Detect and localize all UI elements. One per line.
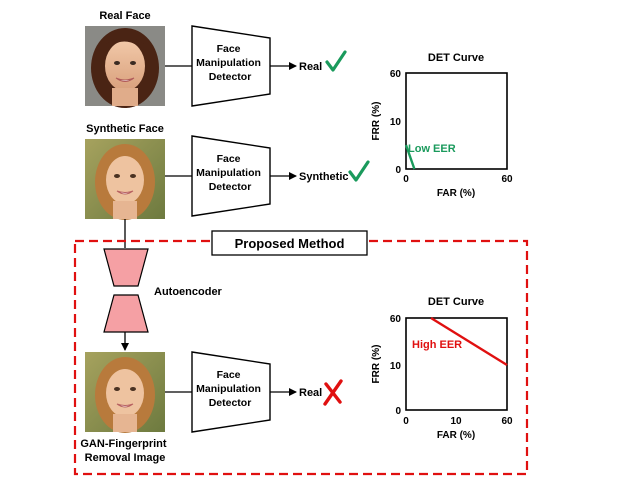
det-chart-2-ylabel: FRR (%) — [371, 345, 382, 384]
synthetic-face-image — [85, 139, 165, 220]
det-chart-1-title: DET Curve — [428, 52, 484, 64]
autoencoder-encoder — [103, 248, 149, 287]
real-face-label: Real Face — [99, 10, 150, 22]
det-chart-2-high-eer-label: High EER — [412, 339, 462, 351]
output-label-real-2: Real — [299, 387, 322, 399]
det-chart-2-ytick-60: 60 — [390, 314, 402, 325]
autoencoder-decoder — [103, 294, 149, 333]
check-mark-icon-2 — [348, 160, 370, 182]
autoencoder-label: Autoencoder — [154, 286, 223, 298]
det-chart-1-xtick-0: 0 — [403, 174, 409, 185]
det-chart-2-ytick-0: 0 — [395, 406, 401, 417]
det-chart-1-ytick-10: 10 — [390, 117, 402, 128]
detector-3-label: Face Manipulation Detector — [196, 369, 264, 409]
cross-mark-icon — [323, 379, 343, 406]
gan-fingerprint-removal-image — [85, 352, 165, 433]
detector-block-1 — [191, 25, 271, 107]
det-chart-2-title: DET Curve — [428, 296, 484, 308]
det-chart-1-plot-area — [405, 72, 508, 170]
det-chart-1: DET Curve 0 10 60 0 60 FAR (%) FRR (%) Low … — [371, 52, 513, 199]
det-chart-1-ytick-60: 60 — [390, 69, 402, 80]
det-chart-1-low-eer-label: Low EER — [408, 143, 456, 155]
det-chart-2-xlabel: FAR (%) — [437, 430, 475, 441]
det-chart-1-xtick-60: 60 — [501, 174, 513, 185]
synthetic-face-label: Synthetic Face — [86, 123, 164, 135]
detector-2-label: Face Manipulation Detector — [196, 153, 264, 193]
det-chart-2-xtick-60: 60 — [501, 416, 513, 427]
det-chart-1-ytick-0: 0 — [395, 165, 401, 176]
det-chart-1-series-line — [404, 144, 416, 170]
check-mark-icon — [325, 50, 347, 72]
det-chart-2-ytick-10: 10 — [390, 361, 402, 372]
detector-block-3 — [191, 351, 271, 433]
det-chart-1-ylabel: FRR (%) — [371, 102, 382, 141]
real-face-image — [85, 26, 165, 108]
det-chart-2-xtick-10: 10 — [450, 416, 462, 427]
det-chart-2-series-line — [430, 316, 508, 367]
det-chart-2: DET Curve 0 10 60 0 10 60 FAR (%) FRR (%) Hi… — [371, 296, 513, 441]
gan-fingerprint-label: GAN-Fingerprint Removal Image — [80, 438, 169, 464]
detector-1-label: Face Manipulation Detector — [196, 43, 264, 83]
det-chart-1-xlabel: FAR (%) — [437, 188, 475, 199]
proposed-method-title: Proposed Method — [235, 236, 345, 251]
detector-block-2 — [191, 135, 271, 217]
output-label-synthetic: Synthetic — [299, 171, 349, 183]
proposed-method-title-box — [211, 230, 368, 256]
det-chart-2-plot-area — [405, 317, 508, 411]
output-label-real: Real — [299, 61, 322, 73]
det-chart-2-xtick-0: 0 — [403, 416, 409, 427]
